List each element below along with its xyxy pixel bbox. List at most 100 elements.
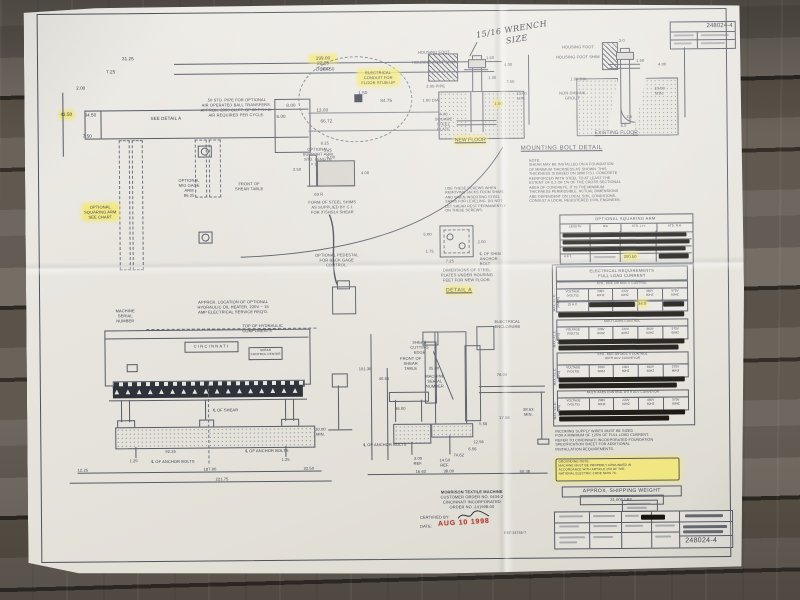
grounding-note: GROUNDING NOTE: MACHINE MUST BE PROPERLY… [558, 459, 632, 476]
screws-note: USE THESE SCREWS WHEN REMOVING JACKS FRO… [445, 186, 507, 213]
electrical-enclosure [476, 326, 494, 350]
smudged-text [701, 34, 729, 36]
dimension-label: 12.56 [473, 439, 484, 445]
grounding-note-box: GROUNDING NOTE: MACHINE MUST BE PROPERLY… [555, 457, 679, 481]
washer-line [464, 69, 488, 70]
redacted-cell [663, 301, 684, 306]
dimension-label: 92.25 [165, 448, 176, 454]
squaring-arm-label: OPTIONAL SQUARING ARM SEE CHART [84, 204, 117, 220]
certified-by-label: CERTIFIED BY: [419, 514, 450, 520]
smudged-title-text [683, 525, 727, 528]
dimension-label: 6.0 [620, 122, 627, 128]
dimension-label: 13.00 [316, 107, 329, 113]
col-header: 230V 60HZ [614, 327, 638, 339]
smudged-text [559, 536, 585, 538]
smudged-text [627, 507, 647, 509]
housing-foot-label: HOUSING FOOT [561, 44, 595, 50]
redacted-row [559, 416, 669, 422]
line [671, 31, 735, 33]
pedestal [332, 286, 356, 314]
mounting-bolt-detail-title: MOUNTING BOLT DETAIL [520, 145, 603, 152]
air-pipe-note: .50 STD. PIPE FOR OPTIONAL AIR OPERATED … [201, 97, 272, 118]
leg [285, 399, 286, 421]
grout-label: NON-SHRINK GROUT [559, 90, 586, 101]
col-header: STD. L.H. [621, 224, 657, 232]
control-center-box: SHEAR CONTROL CENTER [249, 347, 283, 360]
col-header: 208V 60HZ [590, 365, 614, 377]
foundation-block [431, 423, 473, 437]
smudged-text [655, 524, 675, 526]
dimension-label: 10.00 MIN. [516, 90, 527, 101]
dimension-label: 3.00 REF. [413, 455, 423, 466]
leg [205, 400, 206, 420]
squaring-row-value: 200.50 [623, 253, 637, 259]
dimension-label: 4.00 [504, 61, 513, 67]
dimension-label: 2.00 [76, 85, 86, 91]
dimension-label: 22.25 DOOR [316, 60, 331, 72]
dimension-label: 101.38 [358, 366, 372, 372]
dimension-label: 8.00 [286, 102, 296, 108]
dimension-label: 2.5 [626, 113, 633, 119]
front-of-table-label: FRONT OF SHEAR TABLE [234, 181, 264, 192]
reference-number: REF.24746-7 [504, 530, 527, 535]
certified-signature [456, 508, 492, 522]
dimension-label: 34.50 [84, 112, 97, 118]
detail-a-caption: DIMENSIONS OF STEEL PLATES UNDER HOUSING… [440, 267, 493, 283]
col-header: 460V 60HZ [638, 327, 663, 339]
line [671, 39, 735, 41]
dimension-label: 14.50 REF. [439, 457, 451, 468]
col-header: 208V 60HZ [589, 327, 613, 339]
dimension-label: 5.25 [323, 147, 332, 153]
corner-number-block: 248024-4 [670, 21, 736, 50]
detail-a-label: DETAIL A [445, 287, 473, 294]
pipe-label: 2.00 PIPE [426, 83, 446, 89]
col-header: 460V 60HZ [639, 398, 664, 410]
pedestal-base [328, 429, 352, 430]
anchor-bolts-label: ℄ OF ANCHOR BOLTS [245, 447, 289, 454]
oil-heater-note: APPROX. LOCATION OF OPTIONAL HYDRAULIC O… [197, 299, 269, 315]
redacted-cell [641, 515, 665, 520]
dimension-label: 7.25 [106, 69, 116, 75]
anchor-bolts-label: ℄ OF ANCHOR BOLTS [151, 458, 195, 465]
dimension-label: 2.50 [292, 166, 302, 172]
elec-title-box: ELECTRICAL REQUIREMENTS FULL LOAD CURREN… [556, 265, 688, 281]
dimension-label: 6.56 [468, 446, 477, 452]
anchor-bolt-mark [135, 447, 136, 458]
max-flc-side-label: MAX. F.L.C. (AMPS) [552, 329, 561, 348]
col-header: R/A [591, 224, 621, 232]
serial-label: MACHINE SERIAL NUMBER [425, 373, 445, 389]
smudged-text [627, 503, 651, 505]
anchor-bolts-label: ℄ OF ANCHOR BOLTS [363, 441, 407, 448]
smudged-text [594, 256, 616, 258]
gage-arm-dashed [119, 140, 131, 270]
mounting-bolt-note: NOTE: SHEAR MAY BE INSTALLED ON A FOUNDA… [528, 158, 621, 204]
smudged-text [559, 541, 577, 543]
pedestal-top [337, 280, 350, 289]
flc-value-highlighted: 34.0 [638, 300, 647, 306]
swing-arc-and-cable [205, 133, 527, 311]
col-header: LENGTH [560, 224, 590, 232]
gage-arm-dashed [132, 140, 144, 270]
conveyor-foot [537, 439, 549, 445]
enclosure-label: ELECTRICAL ENCLOSURE [494, 318, 521, 330]
dimension-label: 6.00 [276, 113, 286, 119]
elec-title: ELECTRICAL REQUIREMENTS FULL LOAD CURREN… [589, 267, 655, 279]
new-floor-label: NEW FLOOR [454, 137, 486, 144]
conduit-label: ELECTRICAL CONDUIT FOR FLOOR STUB-UP [358, 70, 398, 85]
anchor-bolt-mark [449, 435, 450, 454]
title-block: 248024-4 [554, 510, 733, 550]
col-header: 230V 60HZ [614, 365, 638, 377]
control-pedestal [332, 373, 348, 387]
bolt-hole [447, 233, 454, 240]
dimension-label: 17.56 [499, 414, 510, 421]
dimension-label: 7.50 [506, 78, 515, 84]
shim-leg [309, 155, 317, 187]
squaring-row-length: 4 FT. [563, 254, 573, 259]
dimension-label: 1.25 [129, 458, 138, 464]
dimension-label: 1.50 [635, 57, 645, 63]
dimension-label: 35.00 [428, 365, 440, 371]
leg [129, 400, 130, 422]
housing-foot-shim-label: HOUSING FOOT SHIM [412, 59, 456, 65]
date-label: DATE: [420, 523, 433, 529]
shims-caption: FORM OF STEEL SHIMS AS SUPPLIED BY C.I. … [308, 199, 357, 215]
